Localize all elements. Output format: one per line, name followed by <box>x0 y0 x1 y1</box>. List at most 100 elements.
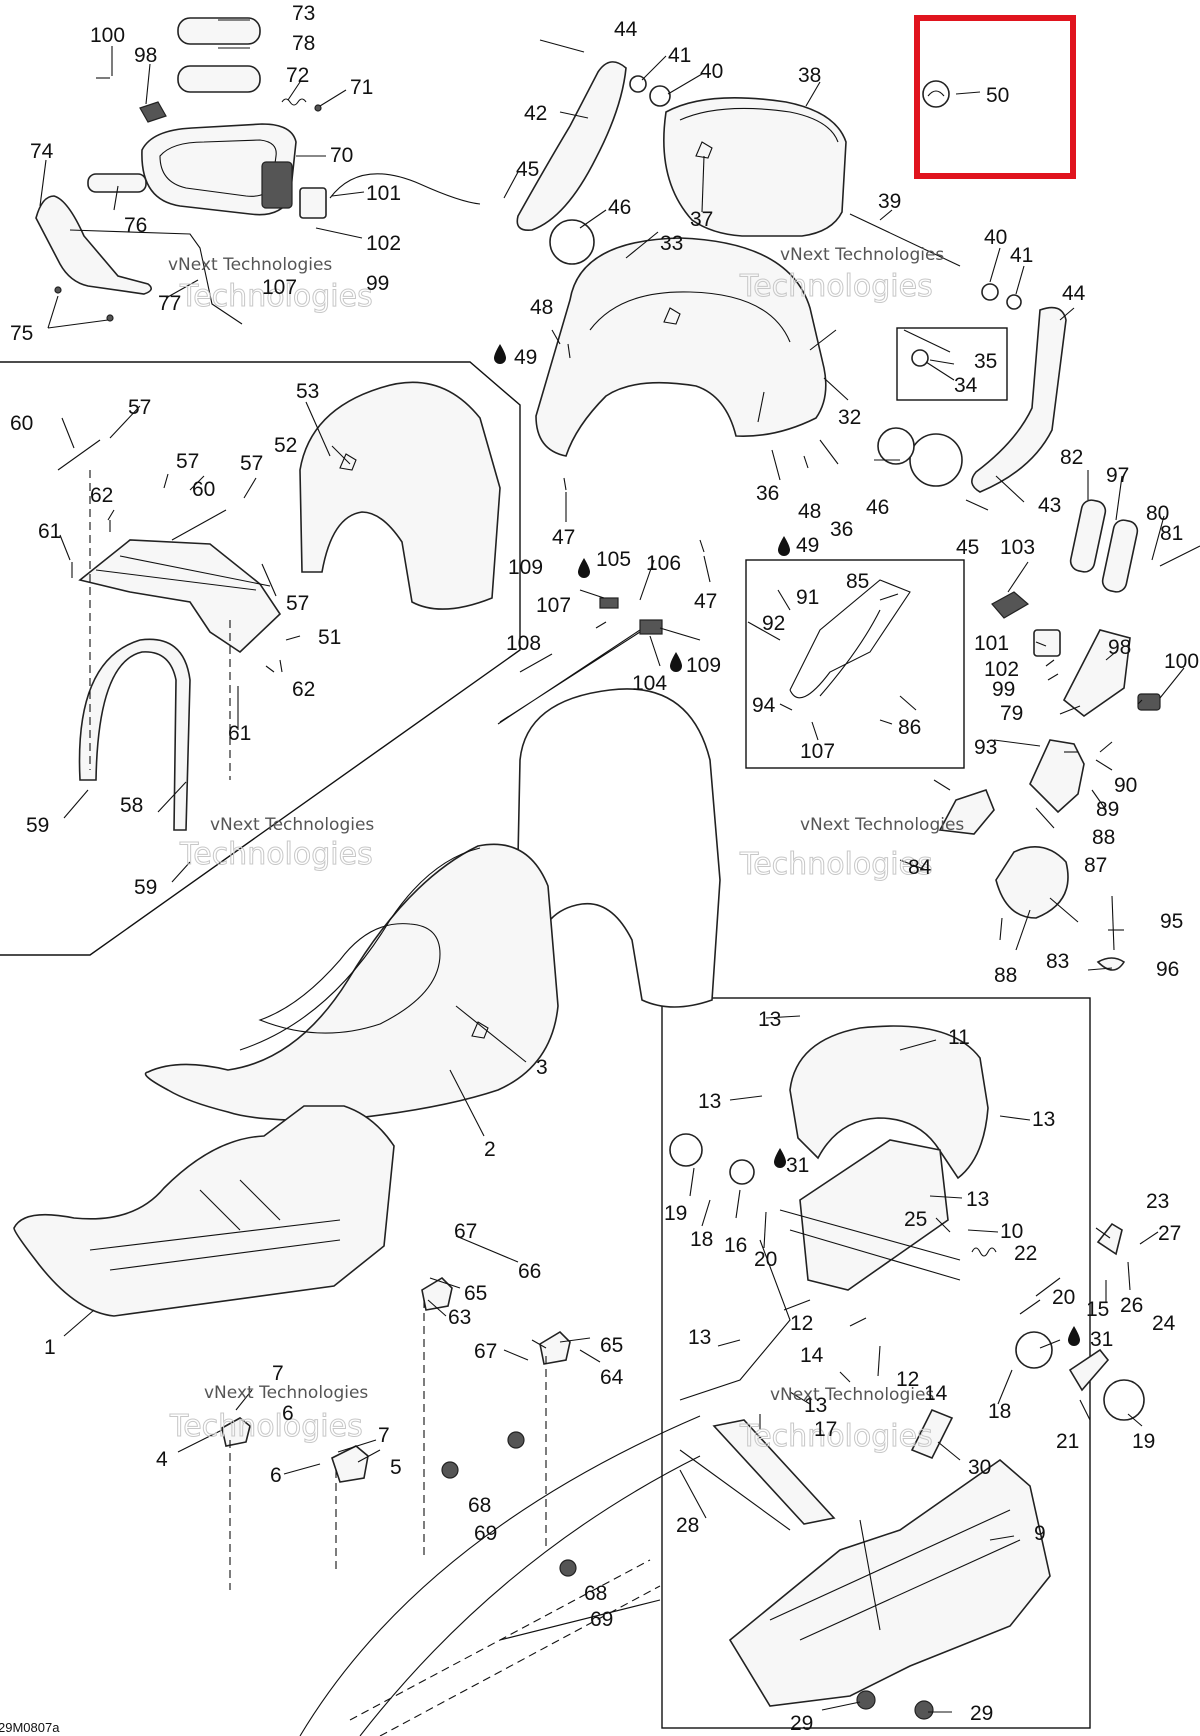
callout: 60 <box>10 412 33 435</box>
callout: 3 <box>536 1056 548 1079</box>
grommet-68a <box>441 1461 459 1479</box>
callout: 98 <box>134 44 157 67</box>
watermark-big-6: Technologies <box>739 1419 933 1454</box>
callout: 107 <box>536 594 571 617</box>
housing-block <box>261 161 293 209</box>
leader-lines <box>39 19 1200 1713</box>
callout: 81 <box>1160 522 1183 545</box>
callout: 45 <box>956 536 979 559</box>
support-12 <box>679 1239 791 1401</box>
watermark-big-5: Technologies <box>169 1409 363 1444</box>
hand-module-87 <box>1029 739 1085 814</box>
callout: 36 <box>756 482 779 505</box>
callout: 42 <box>524 102 547 125</box>
figure-id: 29M0807a <box>0 1720 60 1735</box>
logo-53 <box>339 453 357 471</box>
arm-42 <box>516 61 627 232</box>
callout: 28 <box>676 1514 699 1537</box>
bracket-23 <box>1096 1222 1123 1256</box>
backrest-frame-11 <box>789 1025 989 1180</box>
washer-40b <box>981 283 999 301</box>
callout: 61 <box>228 722 251 745</box>
pin-47a <box>563 477 567 491</box>
callout: 51 <box>318 626 341 649</box>
callout: 48 <box>798 500 821 523</box>
callout: 78 <box>292 32 315 55</box>
rod-77 <box>69 229 243 325</box>
callout: 101 <box>366 182 401 205</box>
callout: 105 <box>596 548 631 571</box>
callout: 59 <box>26 814 49 837</box>
callout: 57 <box>240 452 263 475</box>
oil-drop-icon <box>578 558 590 578</box>
callout: 107 <box>262 276 297 299</box>
arm-43 <box>971 306 1067 493</box>
tube-frame-10 <box>779 1209 961 1281</box>
callout: 99 <box>366 272 389 295</box>
washer-41b <box>1006 294 1022 310</box>
watermark-3: vNext Technologies <box>210 815 374 835</box>
grip-78 <box>177 65 261 93</box>
foot-29b <box>914 1700 934 1720</box>
callout: 36 <box>830 518 853 541</box>
callout: 47 <box>694 590 717 613</box>
callout: 6 <box>282 1402 294 1425</box>
backrest-38-seam <box>679 107 839 143</box>
callout: 79 <box>1000 702 1023 725</box>
callout: 104 <box>632 672 667 695</box>
spring-72 <box>281 98 307 106</box>
callout: 62 <box>90 484 113 507</box>
callout: 13 <box>688 1326 711 1349</box>
callout: 4 <box>156 1448 168 1471</box>
callout: 29 <box>970 1702 993 1725</box>
callout: 66 <box>518 1260 541 1283</box>
callout: 100 <box>1164 650 1199 673</box>
callout: 12 <box>790 1312 813 1335</box>
passenger-seat-32 <box>535 237 827 457</box>
callout: 30 <box>968 1456 991 1479</box>
connector-104 <box>639 619 663 635</box>
grommet-68b <box>559 1559 577 1577</box>
strap-30 <box>910 1408 954 1460</box>
callout: 67 <box>474 1340 497 1363</box>
callout: 31 <box>786 1154 809 1177</box>
seat-pan-9-ribs <box>769 1509 1021 1641</box>
callout: 100 <box>90 24 125 47</box>
callout: 21 <box>1056 1430 1079 1453</box>
callout: 86 <box>898 716 921 739</box>
bracket-101 <box>299 187 327 219</box>
callout-numbers: 73 78 100 98 72 71 70 101 102 99 107 74 … <box>10 2 1199 1735</box>
watermark-2: vNext Technologies <box>780 245 944 265</box>
bearing-19a <box>669 1133 703 1167</box>
callout: 109 <box>508 556 543 579</box>
left-assembly-frame <box>0 361 521 956</box>
harness-85 <box>789 579 911 699</box>
callout: 26 <box>1120 1294 1143 1317</box>
screw-75b <box>106 314 114 322</box>
cover-103 <box>991 591 1030 619</box>
watermark-big-2: Technologies <box>739 269 933 304</box>
callout: 17 <box>814 1418 837 1441</box>
wire-86 <box>819 609 881 697</box>
rod-95 <box>1111 895 1115 951</box>
callout: 43 <box>1038 494 1061 517</box>
callout: 14 <box>800 1344 824 1367</box>
callout: 18 <box>988 1400 1011 1423</box>
backrest-38 <box>663 96 847 237</box>
oil-drop-icon <box>1068 1326 1080 1346</box>
callout: 101 <box>974 632 1009 655</box>
callout: 97 <box>1106 464 1129 487</box>
bearing-19b <box>1103 1379 1145 1421</box>
callout: 76 <box>124 214 147 237</box>
callout: 33 <box>660 232 683 255</box>
pin-47b <box>699 539 705 553</box>
callout: 6 <box>270 1464 282 1487</box>
callout: 44 <box>1062 282 1086 305</box>
callout: 91 <box>796 586 819 609</box>
callout: 108 <box>506 632 541 655</box>
foot-29a <box>856 1690 876 1710</box>
pin-48a <box>567 343 571 359</box>
callout: 13 <box>966 1188 989 1211</box>
grip-82 <box>1069 499 1107 573</box>
